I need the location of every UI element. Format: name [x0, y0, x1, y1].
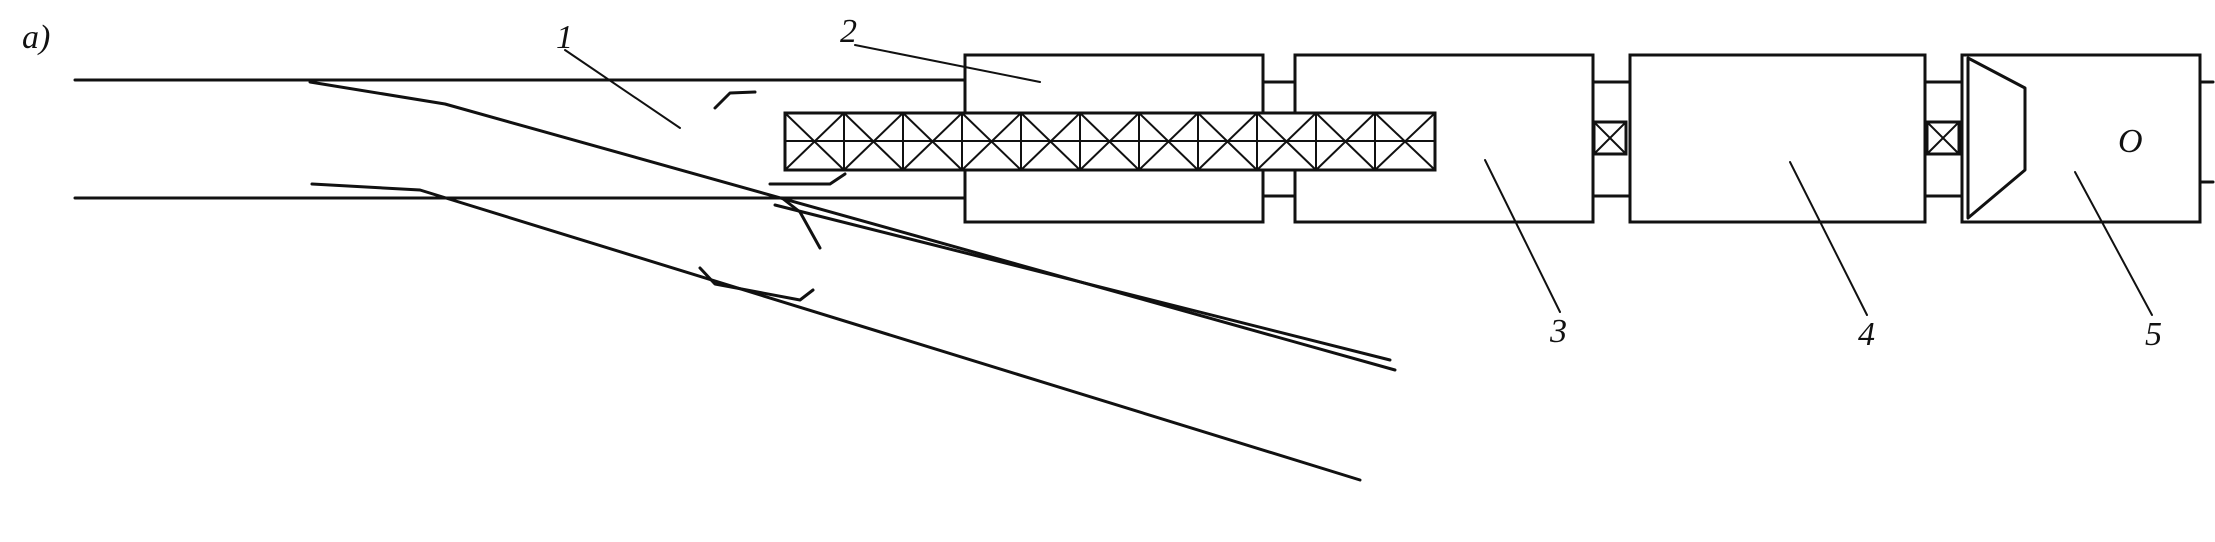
callout-4: 4 — [1858, 316, 1875, 353]
unit-5-body — [1960, 53, 2202, 224]
unit-5: O — [1960, 53, 2215, 224]
callout-2: 2 — [840, 13, 857, 50]
unit-5-cab — [1966, 56, 2027, 220]
callout-5: 5 — [2145, 316, 2162, 353]
unit-5-mark: O — [2118, 123, 2143, 160]
panel-label: a) — [22, 19, 50, 56]
conveyor-truss — [783, 111, 1437, 172]
coupling-2-3 — [1261, 80, 1297, 198]
bracket-bottom — [698, 266, 815, 302]
lower-inclined-line — [310, 182, 1362, 482]
callout-3: 3 — [1549, 313, 1567, 350]
unit-4-body — [1628, 53, 1927, 224]
leader-2 — [854, 44, 1041, 83]
bracket-mid — [768, 172, 847, 186]
leader-lines — [564, 44, 2153, 316]
leader-1 — [564, 49, 681, 129]
unit-4 — [1628, 53, 1927, 224]
truss-cells — [784, 112, 1436, 171]
callout-1: 1 — [556, 19, 573, 56]
leader-3 — [1484, 159, 1561, 313]
leader-5 — [2074, 171, 2153, 316]
inclined-guide-line — [773, 203, 1392, 362]
leader-4 — [1789, 161, 1868, 316]
bracket-top — [713, 90, 757, 110]
coupling-4-5 — [1923, 80, 1964, 198]
track-lines — [73, 78, 1397, 482]
coupling-3-4 — [1591, 80, 1632, 198]
hook-detail — [780, 196, 822, 250]
